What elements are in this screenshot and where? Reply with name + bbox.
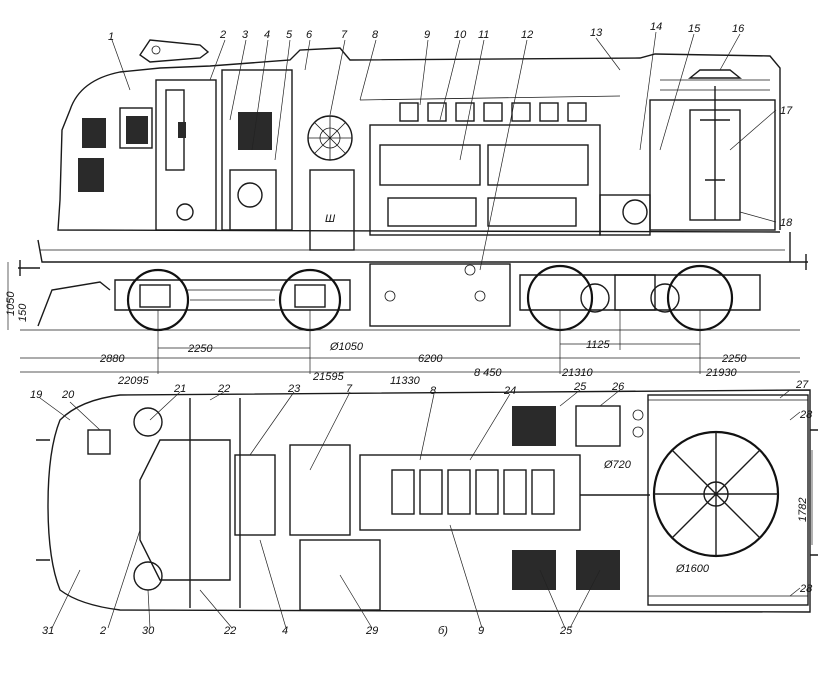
callout-19: 19 xyxy=(30,389,42,401)
callout-4: 4 xyxy=(264,29,270,41)
rear-bogie xyxy=(519,264,761,332)
callout-29: 29 xyxy=(365,625,378,637)
cab-window-lower xyxy=(78,158,104,192)
engine-plan xyxy=(359,454,581,531)
callout-24: 24 xyxy=(503,385,516,397)
cooling-section xyxy=(649,99,776,231)
callout-9: 9 xyxy=(424,29,430,41)
cab-console xyxy=(139,439,231,581)
callout-22-bottom: 22 xyxy=(223,625,236,637)
roof-headlight xyxy=(139,39,210,63)
leader-lines xyxy=(39,31,801,629)
dimension-labels: 2880 2250 6200 8 450 1125 2250 22095 113… xyxy=(5,291,809,637)
callout-27: 27 xyxy=(795,379,809,391)
callout-7-plan: 7 xyxy=(346,383,353,395)
dim-2880: 2880 xyxy=(99,353,125,365)
side-elevation: Ш xyxy=(18,39,808,332)
roof-outline xyxy=(69,47,781,230)
callout-28-bottom: 28 xyxy=(799,583,813,595)
callout-4-plan: 4 xyxy=(282,625,288,637)
dim-2250-rear: 2250 xyxy=(721,353,747,365)
callout-1: 1 xyxy=(108,31,114,43)
tank-plan xyxy=(299,539,381,611)
dim-8450: 8 450 xyxy=(474,367,502,379)
fuel-tank xyxy=(369,263,511,327)
callout-7: 7 xyxy=(341,29,348,41)
plan-callouts: 19 20 21 22 23 7 8 24 25 26 27 31 2 30 2… xyxy=(30,379,813,637)
callout-14: 14 xyxy=(650,21,662,33)
body-outline xyxy=(57,109,781,233)
view-label: б) xyxy=(438,625,448,637)
callout-2: 2 xyxy=(219,29,226,41)
callout-16: 16 xyxy=(732,23,745,35)
callout-31: 31 xyxy=(42,625,54,637)
dim-1125: 1125 xyxy=(586,339,611,351)
callout-22-top: 22 xyxy=(217,383,230,395)
callout-6: 6 xyxy=(306,29,313,41)
callout-13: 13 xyxy=(590,27,603,39)
dim-dia-720: Ø720 xyxy=(603,459,632,471)
callout-10: 10 xyxy=(454,29,467,41)
svg-text:Ш: Ш xyxy=(325,213,336,225)
callout-23: 23 xyxy=(287,383,301,395)
dim-21595: 21595 xyxy=(312,371,344,383)
dim-2250-front: 2250 xyxy=(187,343,213,355)
callout-5: 5 xyxy=(286,29,293,41)
callout-25-bottom: 25 xyxy=(559,625,573,637)
dim-v1050: 1050 xyxy=(5,291,17,316)
dim-21930: 21930 xyxy=(705,367,737,379)
callout-11: 11 xyxy=(478,29,489,41)
callout-18: 18 xyxy=(780,217,793,229)
callout-3: 3 xyxy=(242,29,249,41)
callout-21: 21 xyxy=(173,383,186,395)
plan-outline xyxy=(47,389,811,613)
cowcatcher xyxy=(37,281,111,327)
driver-seat-1 xyxy=(133,407,163,437)
callout-15: 15 xyxy=(688,23,701,35)
dim-22095: 22095 xyxy=(117,375,149,387)
dim-11330: 11330 xyxy=(390,375,421,387)
callout-26: 26 xyxy=(611,381,625,393)
callout-8: 8 xyxy=(372,29,379,41)
callout-30: 30 xyxy=(142,625,155,637)
plan-view xyxy=(36,389,818,613)
callout-20: 20 xyxy=(61,389,75,401)
callout-28-top: 28 xyxy=(799,409,813,421)
front-bogie xyxy=(114,268,351,332)
front-buffer xyxy=(18,260,40,276)
cab-window-front xyxy=(82,118,106,148)
generator xyxy=(599,194,651,236)
cab-door xyxy=(155,79,217,231)
radiator-fan-housing xyxy=(647,394,809,606)
control-panel xyxy=(87,429,111,455)
frame-outline xyxy=(37,232,791,263)
side-callouts: 1 2 3 4 5 6 7 8 9 10 11 12 13 14 15 16 1… xyxy=(108,21,793,229)
dim-dia-1600: Ø1600 xyxy=(675,563,710,575)
callout-9-plan: 9 xyxy=(478,625,484,637)
dim-v150: 150 xyxy=(17,303,29,322)
dim-v1782: 1782 xyxy=(797,498,809,522)
side-dimensions xyxy=(7,262,800,374)
cab-window-side xyxy=(126,116,148,144)
callout-17: 17 xyxy=(780,105,793,117)
callout-2-plan: 2 xyxy=(99,625,106,637)
callout-8-plan: 8 xyxy=(430,385,437,397)
dim-21310: 21310 xyxy=(561,367,593,379)
callout-12: 12 xyxy=(521,29,533,41)
diesel-engine xyxy=(369,124,601,236)
dim-dia-1050: Ø1050 xyxy=(329,341,364,353)
callout-25-top: 25 xyxy=(573,381,587,393)
rear-buffer xyxy=(790,254,808,270)
dim-6200: 6200 xyxy=(418,353,443,365)
